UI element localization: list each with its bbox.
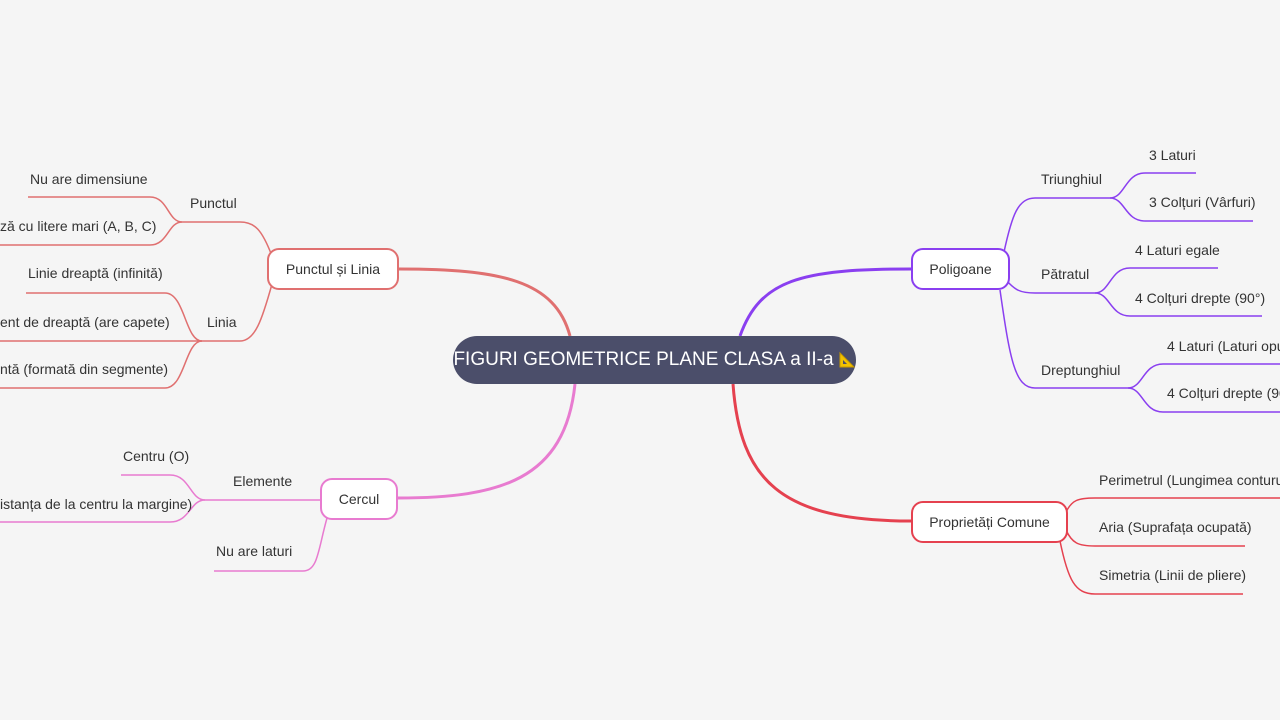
node-label: Punctul și Linia — [285, 261, 381, 277]
topic-elemente[interactable]: Elemente — [233, 473, 293, 489]
node-label: Poligoane — [929, 261, 992, 277]
topic-patratul[interactable]: Pătratul — [1041, 266, 1090, 282]
root-node[interactable]: FIGURI GEOMETRICE PLANE CLASA a II-a — [453, 336, 856, 384]
leaf-nu-are-laturi[interactable]: Nu are laturi — [216, 543, 293, 559]
link-root-proprietati — [731, 383, 912, 523]
topic-punctul[interactable]: Punctul — [190, 195, 237, 211]
leaf-perimetrul[interactable]: Perimetrul (Lungimea conturu — [1099, 472, 1280, 488]
leaf-simetria[interactable]: Simetria (Linii de pliere) — [1099, 567, 1247, 583]
link-root-punctul-linia — [398, 267, 572, 337]
leaf-raza[interactable]: istanța de la centru la margine) — [0, 496, 193, 512]
topic-triunghiul[interactable]: Triunghiul — [1041, 171, 1102, 187]
leaf-4-laturi-egale[interactable]: 4 Laturi egale — [1135, 242, 1220, 258]
root-title: FIGURI GEOMETRICE PLANE CLASA a II-a — [453, 349, 834, 370]
leaf-3-laturi[interactable]: 3 Laturi — [1149, 147, 1196, 163]
leaf-segment-dreapta[interactable]: ent de dreaptă (are capete) — [0, 314, 170, 330]
link-root-cercul — [397, 383, 577, 500]
leaf-4-laturi-opuse[interactable]: 4 Laturi (Laturi opu — [1167, 338, 1280, 354]
leaf-nu-are-dimensiune[interactable]: Nu are dimensiune — [30, 171, 148, 187]
node-label: Cercul — [338, 491, 380, 507]
leaf-3-colturi[interactable]: 3 Colțuri (Vârfuri) — [1149, 194, 1256, 210]
leaf-linie-franta[interactable]: ntă (formată din segmente) — [0, 361, 169, 377]
leaf-4-colturi-dreptunghi[interactable]: 4 Colțuri drepte (90 — [1167, 385, 1280, 401]
leaf-4-colturi-drepte[interactable]: 4 Colțuri drepte (90°) — [1135, 290, 1266, 306]
leaf-litere-mari[interactable]: ză cu litere mari (A, B, C) — [0, 218, 157, 234]
topic-linia[interactable]: Linia — [207, 314, 237, 330]
leaf-linie-dreapta[interactable]: Linie dreaptă (infinită) — [28, 265, 163, 281]
link-root-poligoane — [738, 267, 912, 337]
leaf-aria[interactable]: Aria (Suprafața ocupată) — [1099, 519, 1252, 535]
node-poligoane[interactable]: Poligoane — [911, 248, 1010, 290]
node-punctul-si-linia[interactable]: Punctul și Linia — [267, 248, 399, 290]
node-label: Proprietăți Comune — [929, 514, 1050, 530]
node-proprietati-comune[interactable]: Proprietăți Comune — [911, 501, 1068, 543]
triangular-ruler-icon — [839, 351, 855, 368]
leaf-centru[interactable]: Centru (O) — [123, 448, 190, 464]
topic-dreptunghiul[interactable]: Dreptunghiul — [1041, 362, 1121, 378]
node-cercul[interactable]: Cercul — [320, 478, 398, 520]
